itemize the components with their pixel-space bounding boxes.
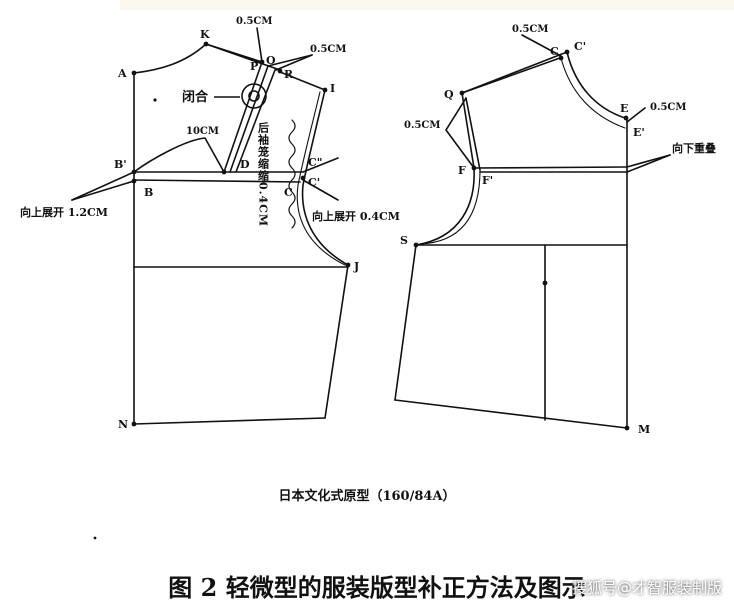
- point-c-prime-right: [564, 49, 570, 55]
- label-i: I: [330, 82, 335, 95]
- point-r: [277, 68, 283, 74]
- leader-front-05-left-b: [445, 97, 467, 131]
- back-dart-right: [229, 65, 269, 173]
- label-a: A: [117, 67, 127, 80]
- closure-circle-inner: [248, 90, 260, 102]
- front-chest-line: [473, 166, 628, 169]
- note-up-open-04: 向上展开 0.4CM: [312, 209, 400, 223]
- label-o: O: [266, 54, 276, 67]
- label-q: Q: [444, 88, 454, 101]
- note-05-right: 0.5CM: [310, 44, 346, 55]
- label-c-prime-right: C': [574, 40, 586, 53]
- front-armhole-lower-2: [419, 169, 481, 245]
- back-armhole: [301, 89, 349, 266]
- leader-up-12-b: [71, 180, 135, 201]
- back-shoulder-to-i: [279, 71, 326, 91]
- back-dart-left: [223, 61, 263, 173]
- point-dot: [153, 98, 157, 102]
- ten-cm-leader: [133, 137, 225, 173]
- leader-front-05-e: [626, 107, 646, 123]
- front-neckline-corrected: [560, 57, 626, 129]
- leader-05-top: [256, 27, 263, 63]
- point-s: [413, 242, 419, 248]
- leader-front-05-left-a: [445, 129, 475, 169]
- note-front-05-e: 0.5CM: [650, 102, 686, 113]
- label-j: J: [353, 260, 359, 273]
- point-i: [322, 87, 328, 93]
- point-q: [459, 90, 465, 96]
- top-strip: [120, 0, 734, 10]
- point-k: [203, 41, 209, 47]
- label-c-double-prime: C": [308, 156, 323, 169]
- point-b: [131, 178, 137, 184]
- leader-up-04-a: [302, 157, 339, 173]
- note-up-open-12: 向上展开 1.2CM: [20, 205, 108, 219]
- figure-caption: 日本文化式原型（160/84A）: [278, 488, 455, 504]
- label-f: F: [458, 164, 466, 177]
- front-shoulder-line-2: [461, 51, 568, 94]
- label-c-left: C: [284, 186, 293, 199]
- point-m: [624, 425, 630, 431]
- leader-front-05-top: [521, 34, 562, 57]
- label-n: N: [118, 418, 128, 431]
- point-n: [131, 421, 137, 427]
- back-dart-right-2: [235, 69, 276, 173]
- closure-circle-outer: [241, 83, 267, 109]
- front-neckline: [566, 51, 626, 119]
- back-hem: [133, 417, 326, 425]
- leader-up-04-b: [302, 179, 339, 201]
- note-10cm: 10CM: [186, 126, 219, 137]
- label-k: K: [200, 28, 210, 41]
- point-a: [131, 70, 137, 76]
- point-d: [221, 169, 227, 175]
- leader-down-overlap-b: [626, 154, 671, 173]
- point-j: [345, 262, 351, 268]
- label-d: D: [240, 158, 250, 171]
- label-b: B: [144, 186, 153, 199]
- note-05-top: 0.5CM: [236, 16, 272, 27]
- back-shoulder-line-2: [205, 43, 263, 63]
- note-closure: 闭合: [182, 89, 209, 105]
- label-c-right: C: [550, 45, 559, 58]
- point-p: [259, 59, 265, 65]
- point-e: [623, 115, 629, 121]
- back-chest-line: [133, 179, 301, 183]
- leader-05-right-b: [267, 54, 313, 67]
- back-side-seam: [324, 264, 349, 419]
- point-mid-front: [542, 280, 548, 286]
- point-c-right: [558, 55, 564, 61]
- label-s: S: [400, 234, 408, 247]
- wavy-note-line: [288, 119, 296, 229]
- front-armhole-lower: [415, 167, 475, 246]
- label-m: M: [638, 423, 650, 436]
- point-c-left: [300, 175, 306, 181]
- back-armhole-corrected: [296, 91, 346, 266]
- back-neckline: [133, 43, 207, 74]
- leader-up-12-a: [71, 171, 135, 201]
- point-dot-2: [93, 536, 97, 540]
- label-e-prime: E': [633, 126, 645, 139]
- label-p: P: [250, 60, 258, 73]
- label-c-prime-left: C': [308, 176, 320, 189]
- point-b-prime: [131, 169, 137, 175]
- point-f: [471, 165, 477, 171]
- front-armhole-upper-2: [465, 97, 481, 171]
- label-e: E: [620, 102, 628, 115]
- leader-05-right-a: [275, 54, 313, 71]
- label-r: R: [284, 68, 294, 81]
- label-f-prime: F': [482, 174, 493, 187]
- note-down-overlap: 向下重叠: [672, 141, 716, 155]
- front-hem: [394, 399, 628, 429]
- front-armhole-upper: [461, 92, 475, 169]
- front-side-seam: [394, 244, 417, 401]
- note-front-05-left: 0.5CM: [404, 120, 440, 131]
- watermark-text: 搜狐号@才智服装制版: [571, 579, 722, 597]
- label-b-prime: B': [114, 158, 127, 171]
- note-front-05-top: 0.5CM: [512, 24, 548, 35]
- note-back-shrink: 后袖笼缩缩0.4CM: [257, 121, 271, 227]
- figure-title: 图 2 轻微型的服装版型补正方法及图示: [168, 573, 585, 602]
